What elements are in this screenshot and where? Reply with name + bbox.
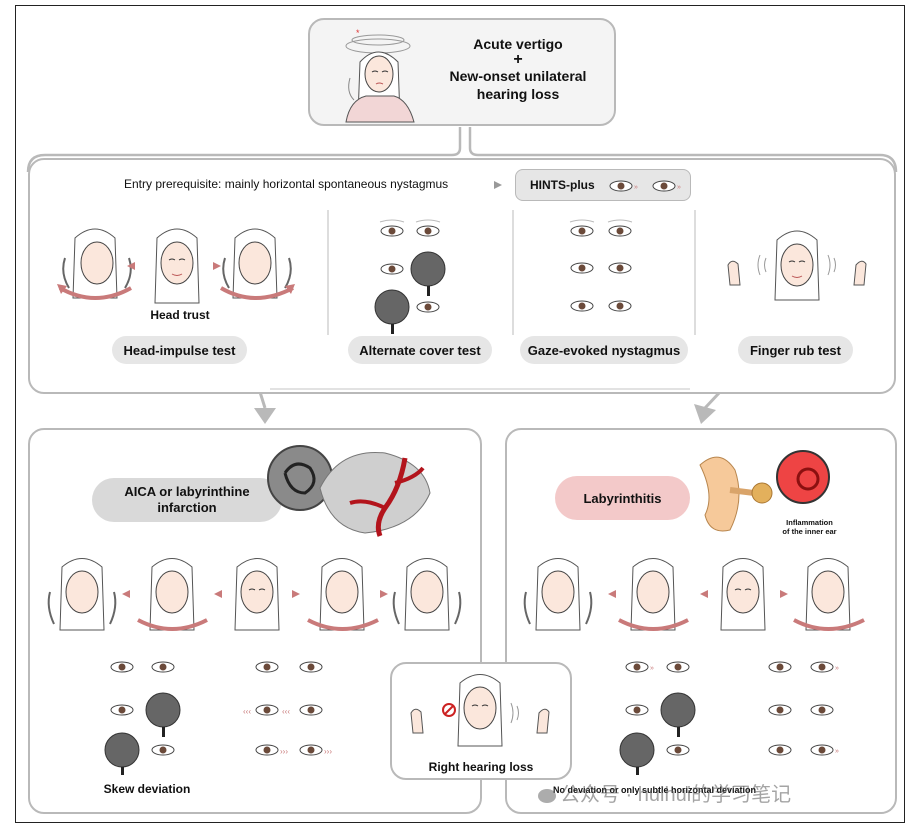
left-faces-row — [47, 558, 462, 631]
svg-text:›››: ››› — [280, 747, 288, 756]
no-sound-icon — [442, 703, 456, 717]
badge-eye-icon-1: » — [609, 180, 638, 192]
right-faces-row — [523, 558, 865, 631]
top-title-line3: hearing loss — [476, 86, 560, 102]
divider-2 — [512, 210, 514, 335]
svg-text:»: » — [835, 665, 839, 672]
test-pill-head-impulse: Head-impulse test — [112, 336, 247, 364]
right-hand — [853, 260, 867, 286]
divider-3 — [694, 210, 696, 335]
inflammation-label: Inflammation of the inner ear — [772, 518, 847, 536]
right-hearing-loss-label: Right hearing loss — [428, 760, 534, 774]
face-turn-left — [57, 228, 132, 300]
test-pill-gaze-evoked: Gaze-evoked nystagmus — [520, 336, 688, 364]
svg-text:»: » — [835, 748, 839, 755]
face-turn-right — [219, 228, 295, 300]
left-face-2 — [137, 558, 208, 631]
connector-top-left — [26, 127, 462, 173]
aica-pill: AICA or labyrinthine infarction — [92, 478, 282, 522]
hearing-loss-illustration — [410, 674, 550, 747]
no-deviation-label: No deviation or only subtle horizontal d… — [553, 785, 757, 795]
right-face-2 — [618, 558, 689, 631]
skew-deviation-label: Skew deviation — [103, 782, 191, 796]
right-face-4 — [793, 558, 865, 631]
alternate-cover-illustration — [374, 219, 446, 334]
left-face-4 — [307, 558, 379, 631]
top-title-line2: New-onset unilateral — [449, 68, 587, 84]
dizzy-woman-illustration: * — [345, 28, 415, 123]
badge-eye-icon-2: » — [652, 180, 681, 192]
figure-frame — [15, 5, 905, 823]
top-title: Acute vertigo + New-onset unilateral hea… — [428, 35, 608, 103]
watermark: 公众号 · huihui的学习笔记 — [538, 778, 791, 807]
gaze-row-1 — [569, 219, 633, 237]
left-eyes-cover — [104, 661, 181, 775]
brainstem-vessel-illustration — [267, 445, 431, 537]
eye-pair-3 — [374, 289, 440, 334]
svg-text:*: * — [356, 28, 360, 38]
left-eyes-gaze: ‹‹‹ ‹‹‹ ››› ››› — [243, 661, 332, 756]
magnifier-circle — [267, 445, 333, 511]
inner-ear-illustration — [699, 450, 830, 532]
connector-to-left-panel — [258, 391, 267, 409]
aica-line1: AICA or labyrinthine — [124, 484, 250, 499]
inflammation-line2: of the inner ear — [782, 527, 837, 536]
right-face-3 — [720, 558, 766, 631]
svg-text:›››: ››› — [324, 747, 332, 756]
left-face-5 — [392, 558, 462, 631]
svg-text:»: » — [650, 665, 654, 672]
hints-plus-badge: HINTS-plus » » — [515, 169, 691, 201]
inflammation-magnifier — [776, 450, 830, 504]
entry-prerequisite: Entry prerequisite: mainly horizontal sp… — [124, 177, 449, 191]
inflammation-line1: Inflammation — [786, 518, 833, 527]
right-eyes-cover: » — [619, 661, 696, 775]
labyrinthitis-pill: Labyrinthitis — [555, 476, 690, 520]
right-eyes-gaze: » » — [768, 661, 839, 756]
svg-text:‹‹‹: ‹‹‹ — [243, 707, 251, 716]
connector-to-right-panel — [703, 390, 722, 410]
entry-arrow-icon — [494, 181, 502, 189]
svg-text:»: » — [677, 184, 681, 191]
watermark-text: 公众号 · huihui的学习笔记 — [560, 784, 792, 806]
gaze-row-3 — [570, 300, 632, 312]
right-face-1 — [523, 558, 593, 631]
left-hand — [727, 260, 741, 286]
test-pill-finger-rub: Finger rub test — [738, 336, 853, 364]
divider-1 — [327, 210, 329, 335]
svg-text:»: » — [634, 184, 638, 191]
svg-text:‹‹‹: ‹‹‹ — [282, 707, 290, 716]
gaze-evoked-illustration — [569, 219, 633, 312]
wechat-icon — [538, 788, 556, 803]
connector-top-right — [468, 127, 898, 173]
hints-plus-label: HINTS-plus — [530, 178, 595, 192]
head-trust-label: Head trust — [150, 308, 210, 322]
gaze-row-2 — [570, 262, 632, 274]
face-center — [154, 228, 200, 304]
arrowhead-left — [254, 408, 276, 424]
test-pill-alternate-cover: Alternate cover test — [348, 336, 492, 364]
aica-line2: infarction — [157, 500, 217, 515]
eye-pair-2 — [380, 251, 446, 296]
left-face-3 — [234, 558, 280, 631]
arrowhead-right — [694, 404, 716, 424]
top-title-line1: Acute vertigo — [473, 36, 563, 52]
eye-pair-1 — [379, 219, 441, 237]
head-impulse-illustration — [57, 228, 295, 304]
top-title-plus: + — [513, 51, 523, 68]
finger-rub-illustration — [727, 230, 867, 301]
bottom-divider — [270, 388, 690, 390]
left-face-1 — [47, 558, 117, 631]
